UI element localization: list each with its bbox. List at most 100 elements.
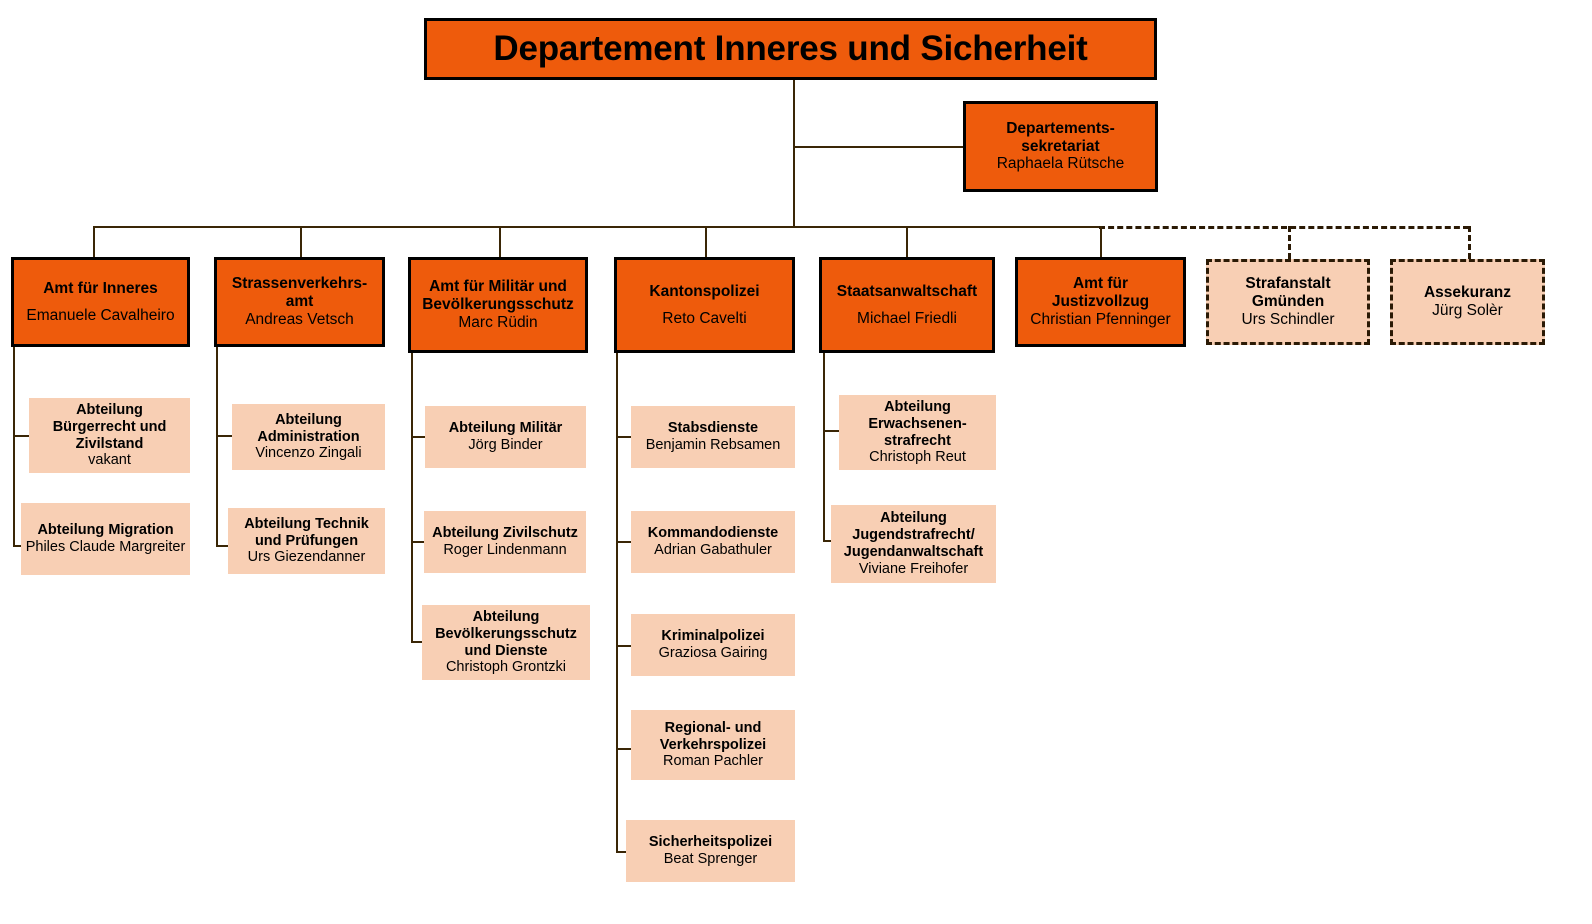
unit-person: Vincenzo Zingali <box>255 445 362 462</box>
unit-title-1: Regional- und <box>664 719 762 736</box>
node-amt-fuer-inneres-person: Emanuele Cavalheiro <box>26 306 175 324</box>
unit-person: Graziosa Gairing <box>658 645 768 661</box>
connector-stub-militaer-1 <box>411 436 427 438</box>
unit-title-1: Abteilung <box>884 398 951 415</box>
unit-abteilung-erwachsenenstrafrecht[interactable]: Abteilung Erwachsenen- strafrecht Christ… <box>839 395 996 470</box>
node-amt-fuer-militaer-und-bevoelkerungsschutz[interactable]: Amt für Militär und Bevölkerungsschutz M… <box>408 257 588 353</box>
unit-title-3: Jugendanwaltschaft <box>843 544 984 560</box>
node-departementssekretariat[interactable]: Departements- sekretariat Raphaela Rütsc… <box>963 101 1158 192</box>
node-amt-fuer-militaer-person: Marc Rüdin <box>458 313 538 331</box>
unit-abteilung-technik-und-pruefungen[interactable]: Abteilung Technik und Prüfungen Urs Giez… <box>228 508 385 574</box>
node-amt-fuer-militaer-title-2: Bevölkerungsschutz <box>422 296 574 314</box>
connector-stub-sva-2 <box>216 545 232 547</box>
unit-title-1: Kommandodienste <box>647 525 779 542</box>
unit-abteilung-buergerrecht-und-zivilstand[interactable]: Abteilung Bürgerrecht und Zivilstand vak… <box>29 398 190 473</box>
node-assekuranz[interactable]: Assekuranz Jürg Solèr <box>1390 259 1545 345</box>
unit-regional-und-verkehrspolizei[interactable]: Regional- und Verkehrspolizei Roman Pach… <box>631 710 795 780</box>
unit-person: Jörg Binder <box>468 437 543 453</box>
unit-title-1: Abteilung <box>275 411 342 428</box>
unit-title-1: Stabsdienste <box>667 420 759 437</box>
connector-secretariat-branch <box>793 146 965 148</box>
unit-person: Philes Claude Margreiter <box>25 539 186 555</box>
node-strassenverkehrsamt-title-1: Strassenverkehrs- <box>231 275 368 293</box>
connector-spine-amt-fuer-inneres <box>13 346 15 546</box>
connector-root-stem <box>793 78 795 227</box>
unit-person: Christoph Grontzki <box>445 659 567 676</box>
connector-drop-amt-fuer-justizvollzug <box>1100 226 1102 257</box>
node-root-title: Departement Inneres und Sicherheit <box>493 28 1088 68</box>
unit-person: Benjamin Rebsamen <box>645 437 781 453</box>
connector-spine-strassenverkehrsamt <box>216 346 218 546</box>
node-kantonspolizei-person: Reto Cavelti <box>662 309 747 327</box>
connector-drop-kantonspolizei <box>705 226 707 257</box>
node-assekuranz-title-1: Assekuranz <box>1423 284 1511 302</box>
node-amt-fuer-inneres-title-1: Amt für Inneres <box>43 279 158 297</box>
unit-title-1: Abteilung Militär <box>448 420 563 437</box>
unit-person: Christoph Reut <box>869 449 966 466</box>
node-amt-fuer-justizvollzug[interactable]: Amt für Justizvollzug Christian Pfenning… <box>1015 257 1186 347</box>
connector-stub-kapo-2 <box>616 541 632 543</box>
node-staatsanwaltschaft-person: Michael Friedli <box>857 309 957 327</box>
unit-abteilung-jugendstrafrecht-jugendanwaltschaft[interactable]: Abteilung Jugendstrafrecht/ Jugendanwalt… <box>831 505 996 583</box>
unit-abteilung-zivilschutz[interactable]: Abteilung Zivilschutz Roger Lindenmann <box>424 511 586 573</box>
node-amt-fuer-justizvollzug-title-2: Justizvollzug <box>1051 293 1150 311</box>
node-strassenverkehrsamt[interactable]: Strassenverkehrs- amt Andreas Vetsch <box>214 257 385 347</box>
unit-title-2: Verkehrspolizei <box>659 736 767 753</box>
unit-abteilung-administration[interactable]: Abteilung Administration Vincenzo Zingal… <box>232 404 385 470</box>
unit-kommandodienste[interactable]: Kommandodienste Adrian Gabathuler <box>631 511 795 573</box>
connector-drop-strafanstalt-gmuenden <box>1288 226 1291 259</box>
connector-drop-assekuranz <box>1468 226 1471 259</box>
unit-abteilung-bevoelkerungsschutz-und-dienste[interactable]: Abteilung Bevölkerungsschutz und Dienste… <box>422 605 590 680</box>
connector-stub-stawa-1 <box>823 430 839 432</box>
unit-title-2: Jugendstrafrecht/ <box>852 527 975 544</box>
unit-kriminalpolizei[interactable]: Kriminalpolizei Graziosa Gairing <box>631 614 795 676</box>
connector-drop-amt-fuer-militaer-und-bevoelkerungsschutz <box>499 226 501 257</box>
node-amt-fuer-militaer-title-1: Amt für Militär und <box>429 278 567 296</box>
node-staatsanwaltschaft[interactable]: Staatsanwaltschaft Michael Friedli <box>819 257 995 353</box>
unit-sicherheitspolizei[interactable]: Sicherheitspolizei Beat Sprenger <box>626 820 795 882</box>
node-strafanstalt-gmuenden-title-2: Gmünden <box>1251 293 1325 311</box>
connector-stub-militaer-3 <box>411 641 427 643</box>
unit-title-3: und Dienste <box>464 642 548 659</box>
unit-person: Roman Pachler <box>663 753 763 770</box>
unit-abteilung-migration[interactable]: Abteilung Migration Philes Claude Margre… <box>21 503 190 575</box>
connector-stub-kapo-3 <box>616 645 632 647</box>
connector-spine-amt-fuer-militaer <box>411 352 413 642</box>
connector-drop-strassenverkehrsamt <box>300 226 302 257</box>
unit-person: Roger Lindenmann <box>443 542 567 558</box>
node-departementssekretariat-title-2: sekretariat <box>1021 137 1100 155</box>
node-strassenverkehrsamt-title-2: amt <box>285 293 314 311</box>
connector-stub-svа-1 <box>216 435 232 437</box>
unit-title-1: Kriminalpolizei <box>661 628 765 645</box>
node-strafanstalt-gmuenden[interactable]: Strafanstalt Gmünden Urs Schindler <box>1206 259 1370 345</box>
node-amt-fuer-inneres[interactable]: Amt für Inneres Emanuele Cavalheiro <box>11 257 190 347</box>
connector-stub-militaer-2 <box>411 541 427 543</box>
connector-stub-inneres-1 <box>13 435 29 437</box>
node-amt-fuer-justizvollzug-title-1: Amt für <box>1072 275 1129 293</box>
connector-stub-kapo-5 <box>616 851 632 853</box>
unit-title-2: Bürgerrecht und <box>52 418 167 435</box>
node-root[interactable]: Departement Inneres und Sicherheit <box>424 18 1157 80</box>
node-kantonspolizei[interactable]: Kantonspolizei Reto Cavelti <box>614 257 795 353</box>
connector-spine-kantonspolizei <box>616 352 618 851</box>
unit-stabsdienste[interactable]: Stabsdienste Benjamin Rebsamen <box>631 406 795 468</box>
unit-title-2: und Prüfungen <box>254 532 359 549</box>
unit-abteilung-militaer[interactable]: Abteilung Militär Jörg Binder <box>425 406 586 468</box>
connector-spine-staatsanwaltschaft <box>823 352 825 541</box>
node-strafanstalt-gmuenden-person: Urs Schindler <box>1241 310 1335 328</box>
unit-title-1: Sicherheitspolizei <box>648 834 773 851</box>
node-departementssekretariat-person: Raphaela Rütsche <box>996 155 1125 173</box>
unit-title-2: Administration <box>257 428 360 445</box>
connector-drop-staatsanwaltschaft <box>906 226 908 257</box>
unit-person: Viviane Freihofer <box>858 560 969 577</box>
unit-title-1: Abteilung Migration <box>37 522 174 539</box>
connector-bus-solid <box>93 226 1101 228</box>
unit-title-1: Abteilung Technik <box>244 515 369 532</box>
unit-person: Adrian Gabathuler <box>654 542 772 558</box>
node-departementssekretariat-title-1: Departements- <box>1006 119 1115 137</box>
node-strafanstalt-gmuenden-title-1: Strafanstalt <box>1245 275 1331 293</box>
unit-title-3: Zivilstand <box>75 435 144 452</box>
unit-title-1: Abteilung Zivilschutz <box>432 525 578 542</box>
unit-title-2: Erwachsenen- <box>868 415 967 432</box>
